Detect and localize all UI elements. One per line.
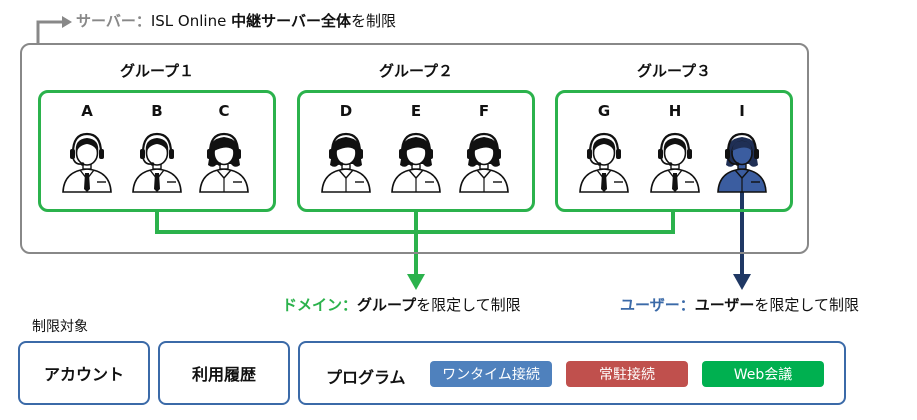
group-2-box bbox=[297, 90, 535, 212]
group-3-title: グループ３ bbox=[636, 62, 712, 80]
user-g: G bbox=[574, 101, 634, 193]
user-e: E bbox=[386, 101, 446, 193]
server-bracket-arrowhead bbox=[62, 16, 72, 28]
server-bracket-line bbox=[36, 20, 62, 43]
operator-female-highlighted-icon bbox=[717, 132, 767, 193]
operator-female-icon bbox=[199, 132, 249, 193]
domain-caption-label: ドメイン： bbox=[282, 296, 358, 314]
user-i-label: I bbox=[739, 102, 745, 120]
group-1-title: グループ１ bbox=[119, 62, 195, 80]
group-2-title: グループ２ bbox=[378, 62, 454, 80]
user-c: C bbox=[194, 101, 254, 193]
user-g-label: G bbox=[597, 102, 611, 120]
domain-caption-rest: を限定して制限 bbox=[416, 296, 521, 314]
user-h-label: H bbox=[668, 102, 682, 120]
user-caption-rest: を限定して制限 bbox=[754, 296, 859, 314]
domain-caption-bold: グループ bbox=[357, 296, 417, 314]
server-box bbox=[20, 43, 809, 254]
group-1-box bbox=[38, 90, 276, 212]
operator-female-icon bbox=[391, 132, 441, 193]
server-title: サーバー：ISL Online 中継サーバー全体を制限 bbox=[76, 10, 396, 31]
user-caption: ユーザー：ユーザーを限定して制限 bbox=[620, 294, 859, 315]
operator-female-icon bbox=[459, 132, 509, 193]
user-arrowhead bbox=[733, 274, 751, 290]
operator-female-icon bbox=[321, 132, 371, 193]
server-title-bold: 中継サーバー全体 bbox=[231, 12, 351, 30]
user-f: F bbox=[454, 101, 514, 193]
user-d-label: D bbox=[339, 102, 353, 120]
operator-male-icon bbox=[62, 132, 112, 193]
operator-male-icon bbox=[132, 132, 182, 193]
target-account-label: アカウント bbox=[43, 365, 124, 384]
user-a: A bbox=[57, 101, 117, 193]
program-resident-badge: 常駐接続 bbox=[566, 361, 688, 387]
user-f-label: F bbox=[478, 102, 490, 120]
target-history-label: 利用履歴 bbox=[191, 365, 256, 384]
user-b: B bbox=[127, 101, 187, 193]
user-h: H bbox=[645, 101, 705, 193]
group-3-box bbox=[555, 90, 793, 212]
target-program-label: プログラム bbox=[326, 368, 406, 387]
server-title-label: サーバー： bbox=[76, 12, 151, 30]
user-caption-label: ユーザー： bbox=[620, 296, 695, 314]
program-onetime-badge: ワンタイム接続 bbox=[430, 361, 552, 387]
user-c-label: C bbox=[218, 102, 230, 120]
user-i: I bbox=[712, 101, 772, 193]
user-a-label: A bbox=[81, 102, 93, 120]
server-title-text-b: を制限 bbox=[350, 12, 396, 30]
user-b-label: B bbox=[151, 102, 163, 120]
domain-caption: ドメイン：グループを限定して制限 bbox=[282, 294, 521, 315]
domain-arrowhead bbox=[407, 274, 425, 290]
user-caption-bold: ユーザー bbox=[694, 296, 755, 314]
operator-male-icon bbox=[650, 132, 700, 193]
target-account-box: アカウント bbox=[18, 341, 150, 405]
user-e-label: E bbox=[410, 102, 422, 120]
target-history-box: 利用履歴 bbox=[158, 341, 290, 405]
server-title-text-a: ISL Online bbox=[150, 12, 232, 30]
operator-male-icon bbox=[579, 132, 629, 193]
program-webmeeting-badge: Web会議 bbox=[702, 361, 824, 387]
targets-label: 制限対象 bbox=[32, 319, 88, 335]
user-d: D bbox=[316, 101, 376, 193]
target-program-box: プログラム ワンタイム接続 常駐接続 Web会議 bbox=[298, 341, 846, 405]
